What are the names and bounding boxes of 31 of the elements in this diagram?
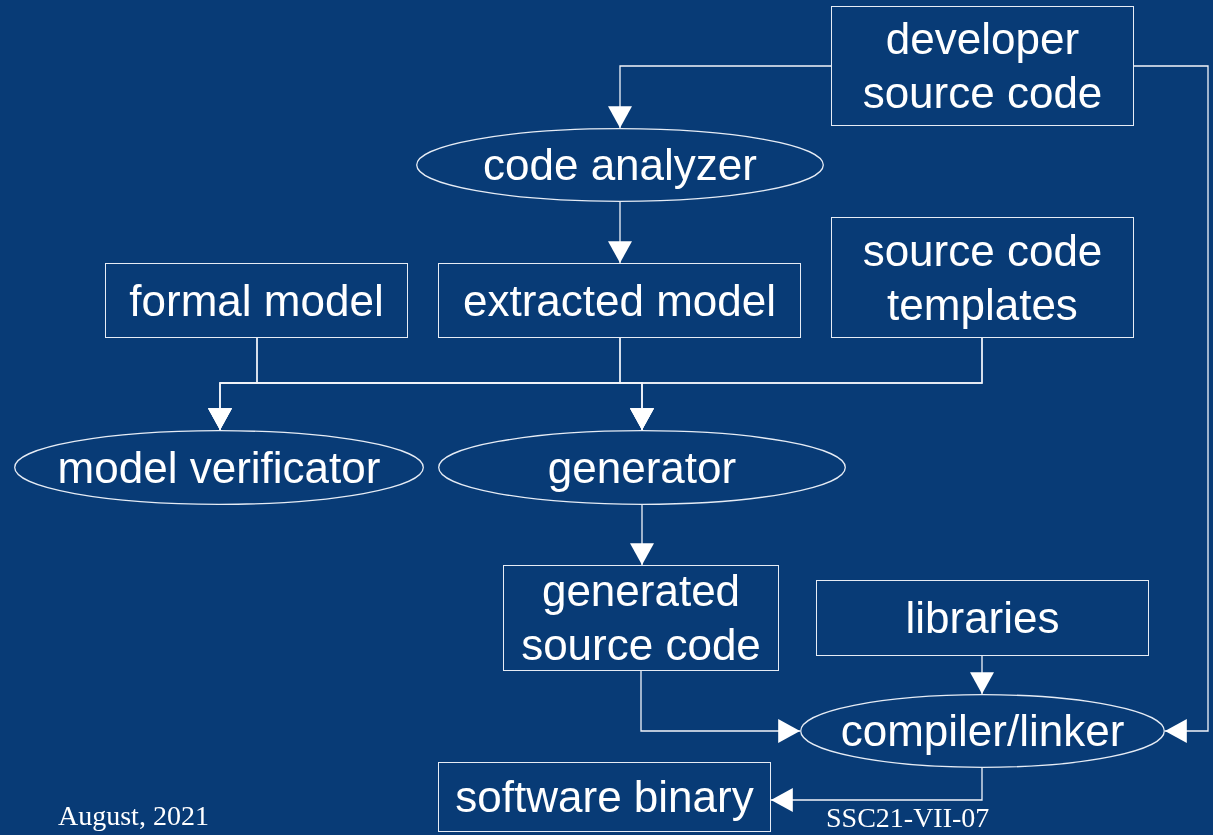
node-label: source code templates bbox=[861, 224, 1104, 331]
process-ellipse bbox=[14, 430, 424, 505]
arrow bbox=[630, 337, 983, 431]
arrow bbox=[608, 201, 632, 264]
process-box bbox=[438, 762, 771, 832]
arrow bbox=[770, 767, 983, 812]
arrow bbox=[970, 655, 994, 695]
process-box bbox=[831, 6, 1134, 126]
node-label: generator bbox=[547, 441, 737, 494]
node-label: extracted model bbox=[462, 274, 777, 327]
node-label: software binary bbox=[455, 771, 754, 823]
arrow bbox=[608, 65, 832, 129]
arrow bbox=[640, 670, 801, 743]
node-label: code analyzer bbox=[483, 139, 757, 191]
node-label: model verificator bbox=[57, 441, 381, 494]
arrow bbox=[630, 504, 654, 566]
process-ellipse bbox=[800, 694, 1165, 768]
arrow bbox=[1133, 65, 1209, 743]
node-label: formal model bbox=[129, 274, 384, 327]
date-text: August, 2021 bbox=[58, 800, 209, 832]
node-label: libraries bbox=[905, 592, 1060, 644]
document-id: SSC21-VII-07 bbox=[826, 802, 990, 834]
process-box bbox=[438, 263, 801, 338]
process-box bbox=[831, 217, 1134, 338]
process-ellipse bbox=[438, 430, 846, 505]
process-ellipse bbox=[416, 128, 824, 202]
process-box bbox=[105, 263, 408, 338]
node-label: generated source code bbox=[520, 565, 762, 671]
node-label: developer source code bbox=[861, 13, 1104, 119]
node-label: compiler/linker bbox=[840, 705, 1125, 757]
process-box bbox=[816, 580, 1149, 656]
